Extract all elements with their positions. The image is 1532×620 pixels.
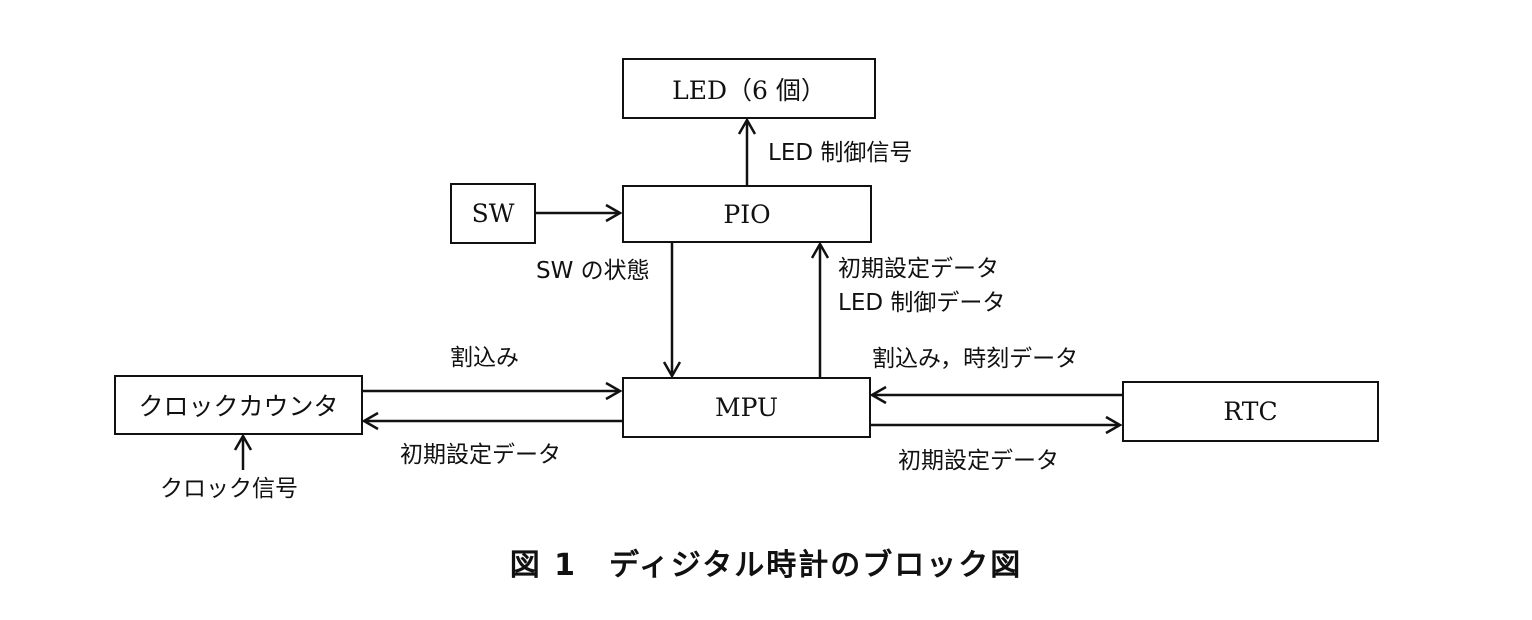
label-sw-state: SW の状態 bbox=[536, 258, 650, 284]
arrowhead-counter bbox=[361, 411, 379, 431]
block-rtc-label: RTC bbox=[1223, 397, 1278, 426]
arrowhead-led bbox=[737, 117, 757, 135]
block-pio-label: PIO bbox=[723, 199, 771, 229]
label-led-control-signal: LED 制御信号 bbox=[768, 140, 913, 166]
label-interrupt-time-rtc: 割込み，時刻データ bbox=[872, 346, 1079, 372]
block-pio: PIO bbox=[622, 185, 872, 243]
arrowhead-mpu-left bbox=[605, 381, 623, 401]
label-clock-signal: クロック信号 bbox=[160, 476, 298, 502]
block-rtc: RTC bbox=[1122, 381, 1379, 442]
label-interrupt-counter: 割込み bbox=[450, 345, 519, 371]
block-mpu-label: MPU bbox=[714, 393, 779, 422]
arrowhead-rtc bbox=[1105, 415, 1123, 435]
block-mpu: MPU bbox=[622, 377, 871, 438]
arrowhead-counter-bottom bbox=[233, 433, 253, 451]
label-pio-input-line1: 初期設定データ bbox=[838, 256, 999, 282]
figure-caption: 図 1 ディジタル時計のブロック図 bbox=[509, 548, 1023, 583]
block-clock-counter-label: クロックカウンタ bbox=[138, 392, 339, 421]
arrowhead-pio-left bbox=[605, 203, 623, 223]
block-sw-label: SW bbox=[471, 199, 515, 228]
label-init-data-counter: 初期設定データ bbox=[400, 442, 561, 468]
block-led: LED（6 個） bbox=[622, 58, 876, 119]
block-clock-counter: クロックカウンタ bbox=[114, 375, 363, 435]
label-init-data-rtc: 初期設定データ bbox=[898, 448, 1059, 474]
arrowhead-mpu-top bbox=[662, 361, 682, 379]
label-pio-input-line2: LED 制御データ bbox=[838, 290, 1006, 316]
block-led-label: LED（6 個） bbox=[672, 75, 826, 105]
arrowhead-pio-bottom bbox=[810, 241, 830, 259]
arrowhead-mpu-right bbox=[869, 385, 887, 405]
block-sw: SW bbox=[450, 183, 536, 244]
